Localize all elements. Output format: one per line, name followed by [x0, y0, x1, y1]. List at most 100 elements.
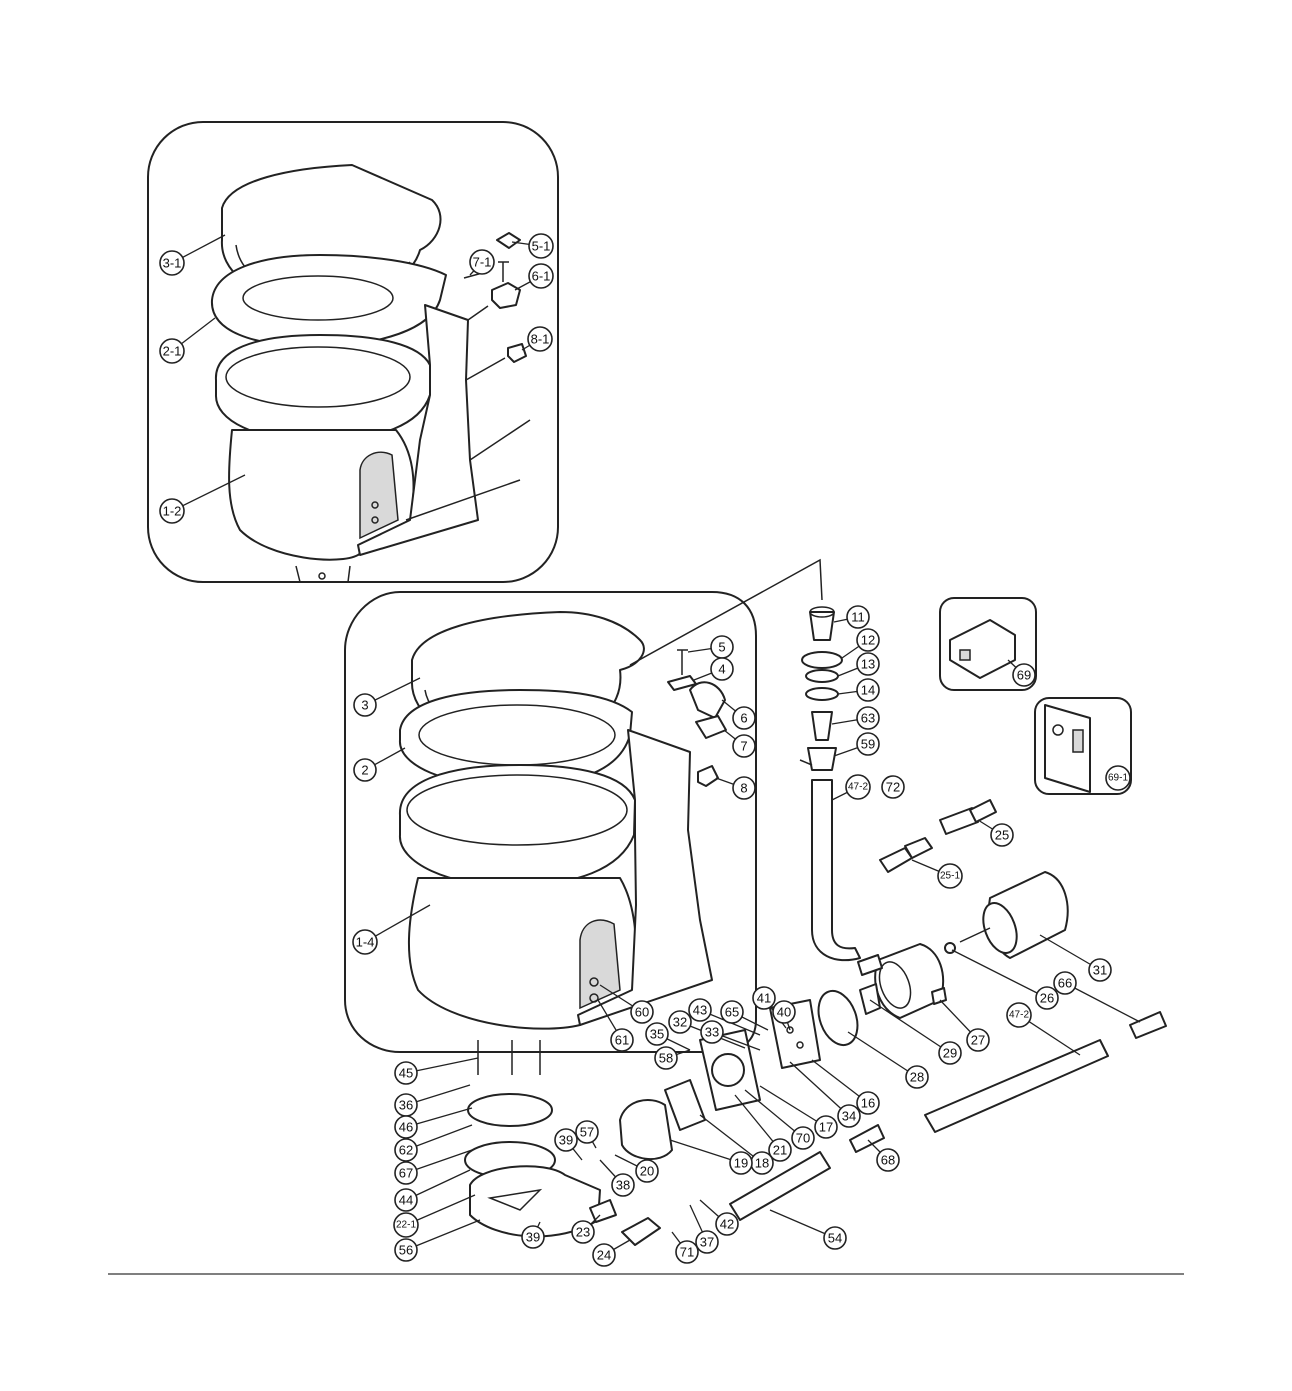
callout-63-11-bubble [856, 706, 880, 730]
callout-17-46-text: 17 [819, 1120, 833, 1135]
callout-33-37-bubble [700, 1020, 724, 1044]
callout-44-56: 44 [394, 1188, 418, 1212]
callout-39-59: 39 [554, 1128, 578, 1152]
callout-62-54-bubble [394, 1138, 418, 1162]
callout-23-63-bubble [571, 1220, 595, 1244]
callout-12-8-bubble [856, 628, 880, 652]
callout-66-31-bubble [1053, 971, 1077, 995]
callout-2-23: 2 [353, 758, 377, 782]
callout-54-69-bubble [823, 1226, 847, 1250]
callout-37-67-bubble [695, 1230, 719, 1254]
compact-toilet-inset [147, 121, 559, 583]
callout-6-19-text: 6 [740, 711, 747, 726]
callout-70-47: 70 [791, 1126, 815, 1150]
callout-34-45-text: 34 [842, 1109, 856, 1124]
hose-47-2-lower [924, 1039, 1109, 1133]
callout-19-50-text: 19 [734, 1156, 748, 1171]
callout-35-38-bubble [645, 1022, 669, 1046]
callout-18-49: 18 [750, 1151, 774, 1175]
callout-21-48-text: 21 [773, 1143, 787, 1158]
tank-body-inset [357, 304, 479, 556]
callout-69-15: 69 [1012, 663, 1036, 687]
callout-22-1-57-bubble [393, 1212, 419, 1238]
callout-27-42-text: 27 [971, 1033, 985, 1048]
callout-26-30-bubble [1035, 986, 1059, 1010]
callout-7-1-1-text: 7-1 [473, 255, 492, 270]
callout-13-9-bubble [856, 652, 880, 676]
switch-69 [939, 597, 1037, 691]
callout-58-39-bubble [654, 1046, 678, 1070]
callout-39-59-bubble [554, 1128, 578, 1152]
callout-2-1-4: 2-1 [159, 338, 185, 364]
callout-54-69: 54 [823, 1226, 847, 1250]
access-panel-inset [359, 451, 399, 540]
callout-34-45: 34 [837, 1104, 861, 1128]
callout-25-27-text: 25 [995, 828, 1009, 843]
base-assembly [464, 1011, 1167, 1246]
callout-14-10-text: 14 [861, 683, 875, 698]
callout-41-33-bubble [752, 986, 776, 1010]
callout-12-8-text: 12 [861, 633, 875, 648]
part-14 [805, 687, 839, 701]
callout-35-38-text: 35 [650, 1027, 664, 1042]
callout-14-10: 14 [856, 678, 880, 702]
callout-20-62-bubble [635, 1159, 659, 1183]
callout-6-19-bubble [732, 706, 756, 730]
callout-5-17: 5 [710, 635, 734, 659]
callout-8-21-bubble [732, 776, 756, 800]
flange-62 [467, 1093, 553, 1127]
part-63 [811, 711, 833, 741]
callout-24-65-text: 24 [597, 1248, 611, 1263]
callout-7-20: 7 [732, 734, 756, 758]
callout-18-49-text: 18 [755, 1156, 769, 1171]
callout-16-44: 16 [856, 1091, 880, 1115]
housing-19 [619, 1099, 673, 1161]
callout-44-56-text: 44 [399, 1193, 413, 1208]
callout-66-31-leader [1064, 982, 1141, 1023]
callout-69-1-16: 69-1 [1105, 765, 1131, 791]
callout-60-25: 60 [630, 1000, 654, 1024]
switch-panel-69-1 [1034, 697, 1132, 795]
callout-47-2-13-bubble [845, 774, 871, 800]
callout-29-41-text: 29 [943, 1046, 957, 1061]
callout-67-55-bubble [394, 1161, 418, 1185]
callout-21-48-leader [734, 1094, 781, 1151]
callout-45-51-bubble [394, 1061, 418, 1085]
callout-31-29: 31 [1088, 958, 1112, 982]
callout-47-2-43: 47-2 [1006, 1002, 1032, 1028]
callout-14-10-bubble [856, 678, 880, 702]
callout-59-12: 59 [856, 732, 880, 756]
callout-29-41-bubble [938, 1041, 962, 1065]
callout-62-54: 62 [394, 1138, 418, 1162]
callout-39-64-bubble [521, 1225, 545, 1249]
callout-34-45-leader [789, 1061, 850, 1117]
callout-65-35-bubble [720, 1000, 744, 1024]
callout-39-64: 39 [521, 1225, 545, 1249]
callout-72-14-text: 72 [886, 780, 900, 795]
callout-11-7-text: 11 [851, 610, 865, 625]
callout-8-21: 8 [732, 776, 756, 800]
motor-31 [944, 871, 1069, 959]
callout-70-47-leader [744, 1089, 804, 1139]
callout-2-23-bubble [353, 758, 377, 782]
callout-65-35-text: 65 [725, 1005, 739, 1020]
callout-11-7: 11 [846, 605, 870, 629]
callout-42-68-bubble [715, 1212, 739, 1236]
callout-1-4-24: 1-4 [352, 929, 378, 955]
callout-45-51: 45 [394, 1061, 418, 1085]
part-13 [805, 669, 839, 683]
callout-21-48-bubble [768, 1138, 792, 1162]
callout-46-53-bubble [394, 1115, 418, 1139]
callout-60-25-bubble [630, 1000, 654, 1024]
callout-37-67-text: 37 [700, 1235, 714, 1250]
callout-8-1-5-text: 8-1 [531, 332, 550, 347]
callout-7-1-1: 7-1 [469, 249, 495, 275]
callout-56-58-leader [405, 1219, 481, 1251]
callout-57-60-bubble [575, 1120, 599, 1144]
callout-8-21-text: 8 [740, 781, 747, 796]
callout-28-40: 28 [905, 1065, 929, 1089]
fitting-66 [1129, 1011, 1167, 1039]
callout-24-65-bubble [592, 1243, 616, 1267]
callout-5-1-2-text: 5-1 [532, 239, 551, 254]
callout-67-55-text: 67 [399, 1166, 413, 1181]
